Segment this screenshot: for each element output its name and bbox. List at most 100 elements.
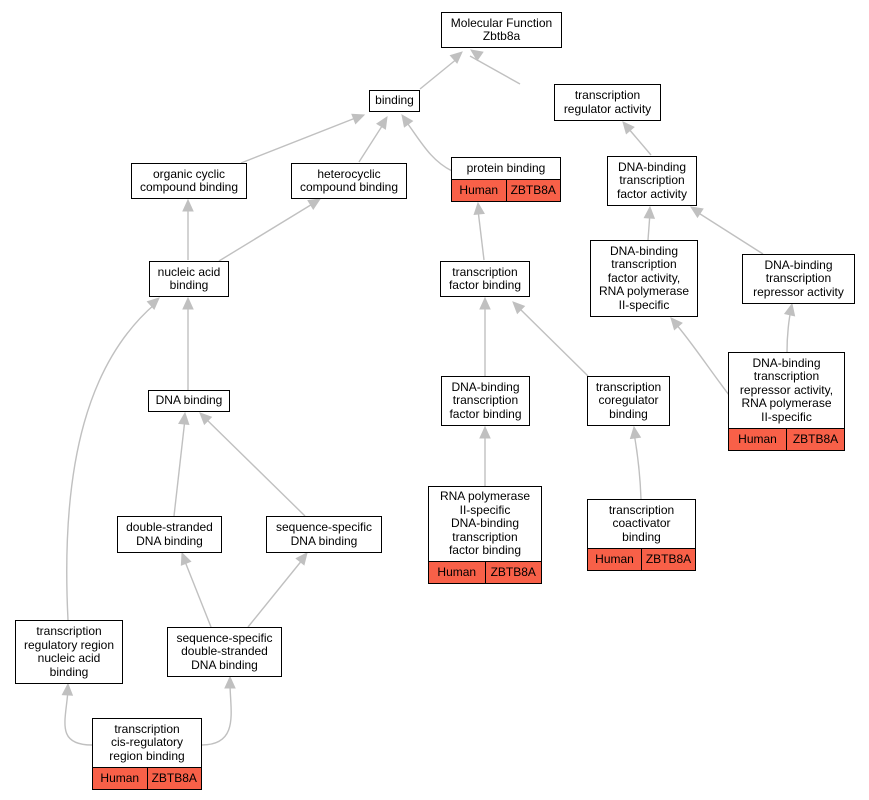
annotation-row: Human ZBTB8A: [429, 561, 541, 583]
edge-rnap-dbtfb: [479, 425, 491, 486]
node-label: heterocyclic compound binding: [299, 166, 399, 194]
arrowhead: [182, 198, 194, 212]
node-sequence-specific-double-stranded-dna-binding[interactable]: sequence-specific double-stranded DNA bi…: [167, 627, 282, 677]
node-label: organic cyclic compound binding: [139, 166, 239, 194]
edge-trrnab-nab: [66, 297, 160, 621]
edge-dna-nab: [182, 296, 194, 390]
node-sequence-specific-dna-binding[interactable]: sequence-specific DNA binding: [266, 516, 382, 553]
arrowhead: [307, 198, 322, 210]
node-label: protein binding: [466, 160, 546, 175]
node-label: RNA polymerase II-specific DNA-binding t…: [439, 489, 531, 558]
arrowhead: [376, 115, 388, 130]
arrowhead: [670, 317, 683, 331]
arrowhead: [199, 412, 213, 426]
annotation-row: Human ZBTB8A: [729, 428, 844, 450]
edge-tcrrb-ssdsdna: [201, 675, 236, 746]
arrowhead: [473, 201, 485, 216]
node-label: nucleic acid binding: [157, 264, 221, 292]
arrowhead: [479, 425, 491, 439]
node-label: DNA-binding transcription factor activit…: [598, 243, 690, 312]
arrowhead: [512, 301, 526, 315]
gene-tag[interactable]: ZBTB8A: [786, 429, 844, 450]
node-dna-binding-transcription-repressor-activity[interactable]: DNA-binding transcription repressor acti…: [742, 254, 855, 304]
arrowhead: [401, 114, 414, 128]
edge-dbtfa-trra: [622, 121, 652, 156]
edge-ssdsdna-ssdna: [247, 552, 308, 628]
node-transcription-regulatory-region-nucleic-acid-binding[interactable]: transcription regulatory region nucleic …: [15, 620, 123, 684]
edge-ocb-binding: [240, 113, 366, 164]
species-tag[interactable]: Human: [729, 429, 786, 450]
edge-dbtra2-dbtfa2: [670, 317, 730, 396]
node-label: DNA-binding transcription repressor acti…: [739, 355, 834, 424]
node-label: binding: [375, 93, 414, 108]
node-label: DNA-binding transcription repressor acti…: [753, 257, 844, 299]
node-label: transcription regulator activity: [563, 88, 652, 116]
node-transcription-factor-binding[interactable]: transcription factor binding: [440, 261, 530, 297]
node-label: transcription regulatory region nucleic …: [23, 624, 115, 679]
annotation-row: Human ZBTB8A: [588, 548, 695, 570]
edge-dbtfa2-dbtfa: [643, 205, 656, 241]
node-label: transcription coactivator binding: [608, 502, 675, 544]
annotation-row: Human ZBTB8A: [452, 179, 560, 201]
node-transcription-coactivator-binding[interactable]: transcription coactivator binding Human …: [587, 499, 696, 571]
gene-tag[interactable]: ZBTB8A: [641, 549, 695, 570]
node-dna-binding-transcription-repressor-activity-rnap2[interactable]: DNA-binding transcription repressor acti…: [728, 352, 845, 451]
arrowhead: [783, 302, 796, 317]
edge-ssdsdna-dsdna: [180, 551, 212, 628]
node-double-stranded-dna-binding[interactable]: double-stranded DNA binding: [117, 516, 222, 553]
species-tag[interactable]: Human: [588, 549, 641, 570]
node-label: sequence-specific double-stranded DNA bi…: [176, 630, 273, 672]
gene-tag[interactable]: ZBTB8A: [484, 562, 541, 583]
node-rna-polymerase-ii-specific-dna-binding-tf-binding[interactable]: RNA polymerase II-specific DNA-binding t…: [428, 486, 542, 584]
node-organic-cyclic-compound-binding[interactable]: organic cyclic compound binding: [131, 163, 247, 199]
edge-trra-root: [469, 49, 521, 85]
node-label: DNA-binding transcription factor binding: [449, 379, 522, 421]
node-label: transcription coregulator binding: [595, 379, 662, 421]
node-label: sequence-specific DNA binding: [275, 520, 373, 548]
arrowhead: [182, 296, 194, 310]
node-label: DNA-binding transcription factor activit…: [616, 159, 688, 201]
node-transcription-coregulator-binding[interactable]: transcription coregulator binding: [587, 376, 670, 426]
species-tag[interactable]: Human: [429, 562, 485, 583]
node-label: DNA binding: [155, 393, 223, 408]
edge-ssdna-dna: [199, 412, 306, 517]
arrowhead: [178, 411, 190, 426]
arrowhead: [180, 551, 192, 566]
arrowhead: [479, 296, 491, 310]
gene-tag[interactable]: ZBTB8A: [146, 768, 201, 789]
node-label: Molecular Function Zbtb8a: [450, 15, 553, 43]
arrowhead: [146, 297, 160, 310]
arrowhead: [643, 205, 656, 219]
edge-hcb-binding: [358, 115, 388, 163]
edge-tcrrb-trrnab: [61, 682, 93, 746]
node-transcription-cis-regulatory-region-binding[interactable]: transcription cis-regulatory region bind…: [92, 718, 202, 790]
node-binding[interactable]: binding: [369, 90, 420, 112]
arrowhead: [295, 552, 308, 566]
arrowhead: [351, 113, 366, 125]
edge-dbtfb-tfb: [479, 296, 491, 376]
arrowhead: [224, 675, 236, 689]
node-label: transcription cis-regulatory region bind…: [109, 721, 185, 763]
gene-tag[interactable]: ZBTB8A: [505, 180, 560, 201]
edge-pb-binding: [401, 114, 453, 172]
node-dna-binding-transcription-factor-binding[interactable]: DNA-binding transcription factor binding: [441, 376, 530, 426]
species-tag[interactable]: Human: [93, 768, 147, 789]
arrowhead: [629, 425, 642, 440]
node-heterocyclic-compound-binding[interactable]: heterocyclic compound binding: [291, 163, 407, 199]
arrowhead: [61, 682, 74, 696]
species-tag[interactable]: Human: [452, 180, 506, 201]
node-dna-binding[interactable]: DNA binding: [148, 390, 230, 412]
arrowhead: [470, 49, 484, 62]
node-label: double-stranded DNA binding: [126, 520, 213, 548]
edge-nab-hcb: [218, 198, 322, 262]
node-protein-binding[interactable]: protein binding Human ZBTB8A: [451, 157, 561, 202]
node-dna-binding-transcription-factor-activity[interactable]: DNA-binding transcription factor activit…: [607, 156, 697, 206]
arrowhead: [622, 121, 635, 135]
node-label: transcription factor binding: [448, 264, 522, 292]
node-transcription-regulator-activity[interactable]: transcription regulator activity: [554, 84, 661, 121]
node-molecular-function[interactable]: Molecular Function Zbtb8a: [441, 12, 562, 48]
node-nucleic-acid-binding[interactable]: nucleic acid binding: [149, 261, 229, 297]
annotation-row: Human ZBTB8A: [93, 767, 201, 789]
node-dna-binding-transcription-factor-activity-rnap2[interactable]: DNA-binding transcription factor activit…: [590, 240, 698, 317]
